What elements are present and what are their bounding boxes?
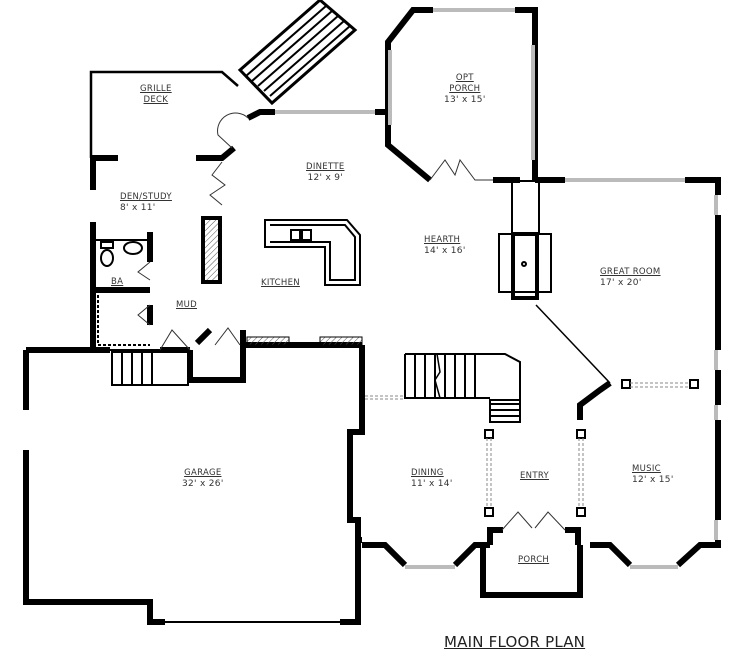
- room-label-opt-porch: OPT PORCH 13' x 15': [444, 73, 486, 105]
- room-label-garage: GARAGE 32' x 26': [182, 468, 224, 489]
- room-label-kitchen: KITCHEN: [261, 278, 300, 288]
- room-label-mud: MUD: [176, 300, 198, 310]
- room-label-grille-deck: GRILLE DECK: [140, 84, 172, 105]
- room-label-hearth: HEARTH 14' x 16': [424, 235, 466, 256]
- room-label-porch: PORCH: [518, 555, 550, 565]
- room-label-dinette: DINETTE 12' x 9': [306, 162, 345, 183]
- room-label-den-study: DEN/STUDY 8' x 11': [120, 192, 172, 213]
- room-label-music: MUSIC 12' x 15': [632, 464, 674, 485]
- room-label-ba: BA: [111, 277, 124, 287]
- room-label-entry: ENTRY: [520, 471, 549, 481]
- room-label-dining: DINING 11' x 14': [411, 468, 453, 489]
- plan-title: MAIN FLOOR PLAN: [444, 633, 586, 651]
- room-label-great-room: GREAT ROOM 17' x 20': [600, 267, 661, 288]
